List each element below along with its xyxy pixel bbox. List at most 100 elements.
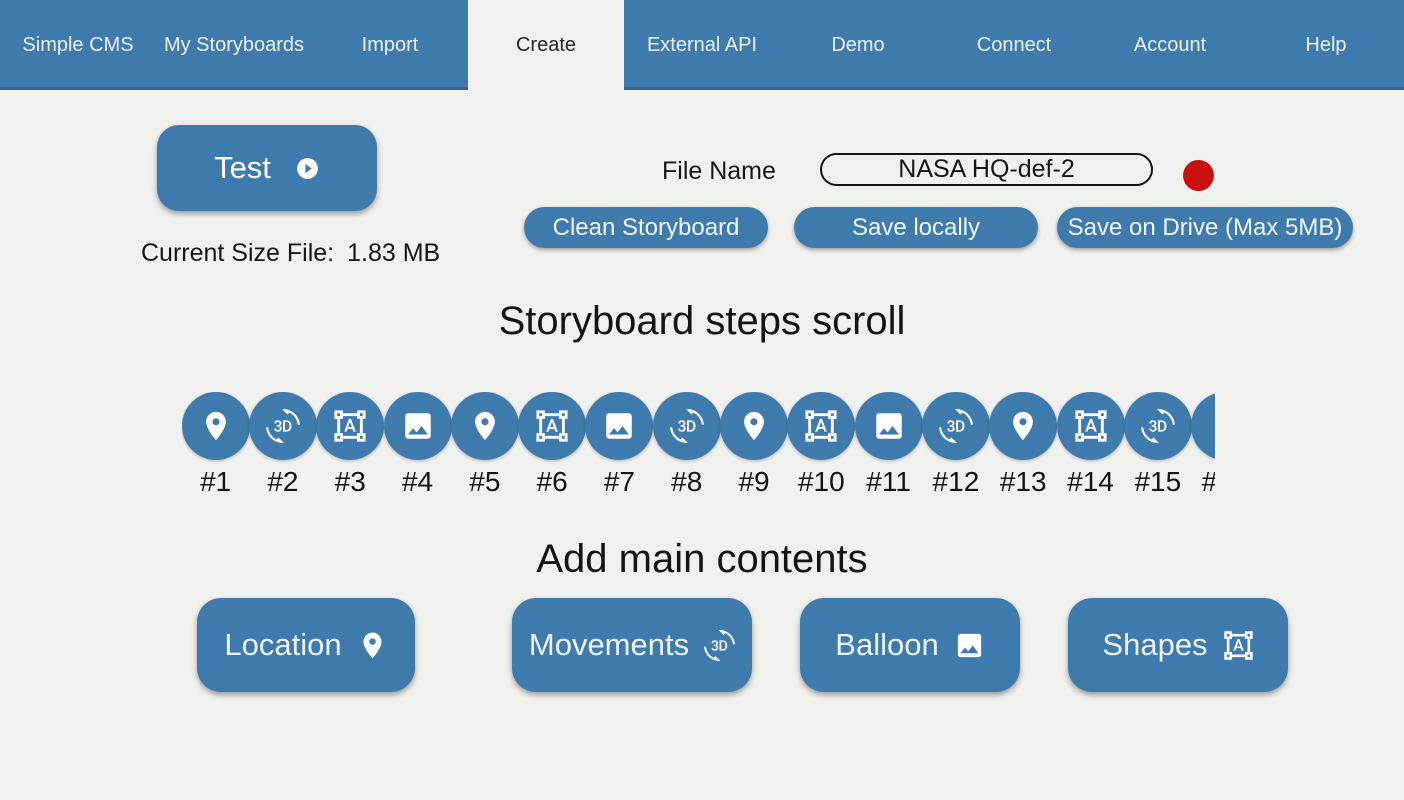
nav-item-demo[interactable]: Demo xyxy=(780,0,936,90)
storyboard-step-8[interactable]: #8 xyxy=(652,392,721,502)
image-icon xyxy=(872,409,906,443)
format-shapes-icon xyxy=(1223,630,1254,661)
format-shapes-icon xyxy=(535,409,569,443)
nav-item-connect[interactable]: Connect xyxy=(936,0,1092,90)
nav-item-external-api[interactable]: External API xyxy=(624,0,780,90)
nav-item-label: Help xyxy=(1305,33,1347,56)
file-name-label: File Name xyxy=(662,157,776,185)
storyboard-step-1[interactable]: #1 xyxy=(182,392,250,502)
storyboard-step-7[interactable]: #7 xyxy=(585,392,654,502)
step-label: #2 xyxy=(267,466,299,497)
add-movements-button[interactable]: Movements xyxy=(512,598,752,692)
step-circle[interactable] xyxy=(652,392,721,460)
nav-item-simple-cms[interactable]: Simple CMS xyxy=(0,0,156,90)
top-nav: Simple CMS My Storyboards Import Create … xyxy=(0,0,1404,90)
step-circle[interactable] xyxy=(450,392,519,460)
step-circle[interactable] xyxy=(989,392,1058,460)
nav-item-label: Demo xyxy=(831,33,885,56)
step-label: #3 xyxy=(334,466,366,497)
format-shapes-icon xyxy=(1074,409,1108,443)
3d-rotation-icon xyxy=(704,630,735,661)
step-circle[interactable] xyxy=(585,392,654,460)
clean-storyboard-button[interactable]: Clean Storyboard xyxy=(524,207,768,248)
storyboard-step-15[interactable]: #15 xyxy=(1123,392,1192,502)
step-circle[interactable] xyxy=(518,392,587,460)
storyboard-step-3[interactable]: #3 xyxy=(316,392,385,502)
storyboard-step-9[interactable]: #9 xyxy=(720,392,789,502)
3d-rotation-icon xyxy=(266,409,300,443)
storyboard-step-10[interactable]: #10 xyxy=(787,392,856,502)
image-icon xyxy=(954,630,985,661)
main-content-buttons: Location Movements Balloon Shapes xyxy=(0,598,1404,692)
nav-item-label: Create xyxy=(515,33,577,56)
step-label: #15 xyxy=(1134,466,1182,497)
storyboard-steps-title: Storyboard steps scroll xyxy=(498,299,906,343)
step-label: #12 xyxy=(932,466,980,497)
current-size-value: 1.83 MB xyxy=(347,239,441,267)
add-main-contents-title: Add main contents xyxy=(536,537,868,581)
storyboard-step-6[interactable]: #6 xyxy=(518,392,587,502)
storyboard-step-11[interactable]: #11 xyxy=(854,392,923,502)
nav-item-create[interactable]: Create xyxy=(468,0,624,90)
step-label: #8 xyxy=(671,466,703,497)
step-circle[interactable] xyxy=(787,392,856,460)
main-button-label: Movements xyxy=(528,627,690,662)
save-locally-button[interactable]: Save locally xyxy=(794,207,1038,248)
image-icon xyxy=(401,409,435,443)
storyboard-step-14[interactable]: #14 xyxy=(1056,392,1125,502)
storyboard-step-2[interactable]: #2 xyxy=(248,392,317,502)
storyboard-step-5[interactable]: #5 xyxy=(450,392,519,502)
step-circle[interactable] xyxy=(182,392,250,460)
3d-rotation-icon xyxy=(1141,409,1175,443)
nav-item-label: My Storyboards xyxy=(163,33,305,56)
place-icon xyxy=(1006,409,1040,443)
test-button[interactable]: Test xyxy=(157,125,377,211)
3d-rotation-icon xyxy=(670,409,704,443)
place-icon xyxy=(357,630,388,661)
step-circle[interactable] xyxy=(1123,392,1192,460)
storyboard-step-16[interactable]: #16 xyxy=(1191,392,1215,502)
nav-item-label: Connect xyxy=(976,33,1052,56)
step-label: #9 xyxy=(738,466,770,497)
place-icon xyxy=(468,409,502,443)
main-button-label: Balloon xyxy=(835,627,939,662)
current-size-label: Current Size File: xyxy=(141,239,335,267)
step-circle[interactable] xyxy=(720,392,789,460)
nav-item-label: Account xyxy=(1133,33,1207,56)
step-circle[interactable] xyxy=(248,392,317,460)
play-circle-icon xyxy=(295,156,320,181)
step-circle[interactable] xyxy=(854,392,923,460)
storyboard-steps-scroll[interactable]: #1 #2 #3 #4 #5 #6 #7 #8 #9 #10 #11 xyxy=(182,392,1215,502)
step-label: #6 xyxy=(536,466,568,497)
3d-rotation-icon xyxy=(939,409,973,443)
save-on-drive-button[interactable]: Save on Drive (Max 5MB) xyxy=(1057,207,1353,248)
nav-item-import[interactable]: Import xyxy=(312,0,468,90)
step-label: #10 xyxy=(797,466,845,497)
step-circle[interactable] xyxy=(1191,392,1215,460)
nav-item-help[interactable]: Help xyxy=(1248,0,1404,90)
format-shapes-icon xyxy=(333,409,367,443)
format-shapes-icon xyxy=(804,409,838,443)
step-label: #16 xyxy=(1202,466,1215,498)
nav-item-account[interactable]: Account xyxy=(1092,0,1248,90)
step-circle[interactable] xyxy=(921,392,990,460)
storyboard-step-4[interactable]: #4 xyxy=(383,392,452,502)
step-label: #7 xyxy=(603,466,635,497)
nav-item-my-storyboards[interactable]: My Storyboards xyxy=(156,0,312,90)
step-label: #5 xyxy=(469,466,501,497)
storyboard-step-12[interactable]: #12 xyxy=(921,392,990,502)
nav-item-label: Import xyxy=(361,33,419,56)
storyboard-step-13[interactable]: #13 xyxy=(989,392,1058,502)
add-shapes-button[interactable]: Shapes xyxy=(1068,598,1288,692)
step-circle[interactable] xyxy=(1056,392,1125,460)
step-label: #4 xyxy=(401,466,434,497)
place-icon xyxy=(199,409,233,443)
main-button-label: Location xyxy=(224,627,342,662)
add-location-button[interactable]: Location xyxy=(197,598,415,692)
image-icon xyxy=(602,409,636,443)
add-balloon-button[interactable]: Balloon xyxy=(800,598,1020,692)
step-circle[interactable] xyxy=(316,392,385,460)
file-name-input[interactable] xyxy=(820,153,1153,186)
step-circle[interactable] xyxy=(383,392,452,460)
